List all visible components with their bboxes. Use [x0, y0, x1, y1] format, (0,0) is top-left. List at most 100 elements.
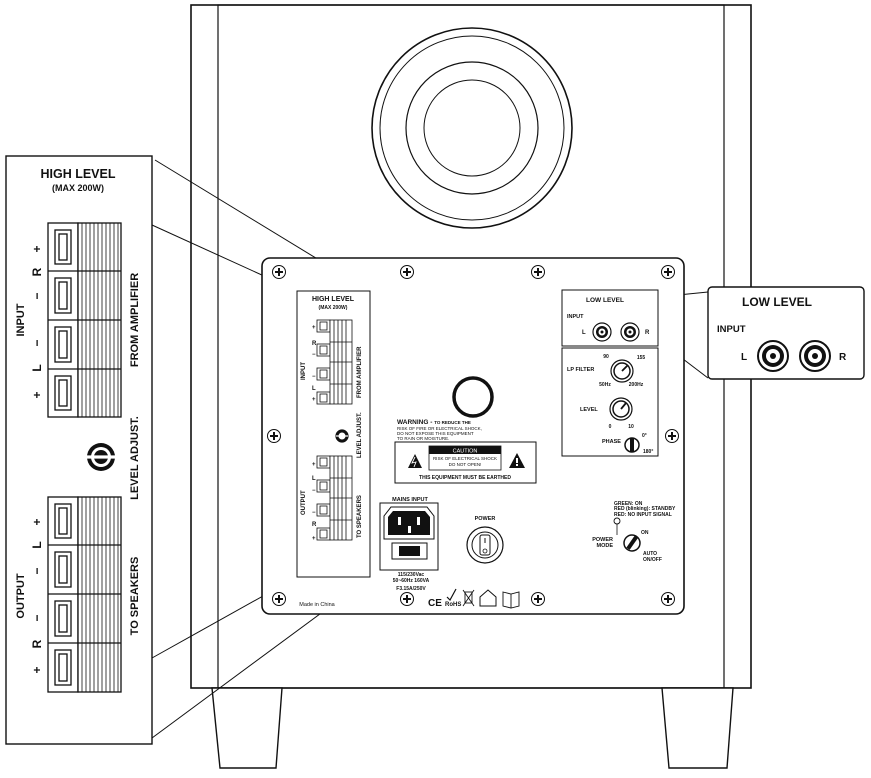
output-left-letter: L	[30, 541, 44, 548]
phase-knob[interactable]	[624, 437, 640, 453]
warning-block: WARNING - TO REDUCE THE RISK OF FIRE OR …	[397, 419, 482, 441]
mains-spec: F3.15A/250V	[396, 586, 426, 592]
level-adjust-knob-icon[interactable]	[335, 429, 349, 443]
input-terminals[interactable]	[47, 222, 122, 418]
caution-line: RISK OF ELECTRICAL SHOCK	[433, 456, 497, 461]
callout-output-label: OUTPUT	[15, 573, 27, 619]
weee-bin-icon	[462, 589, 475, 607]
level-knob[interactable]	[609, 397, 633, 421]
screw-icon	[272, 265, 286, 279]
power-mode-onoff: ON/OFF	[643, 557, 662, 563]
earthed-notice: THIS EQUIPMENT MUST BE EARTHED	[419, 475, 511, 481]
status-legend: GREEN: ON	[614, 501, 643, 507]
caution-label: CAUTION RISK OF ELECTRICAL SHOCK DO NOT …	[394, 441, 537, 484]
panel-low-r: R	[645, 330, 650, 336]
panel-low-input-label: INPUT	[567, 314, 584, 320]
warning-line: TO RAIN OR MOISTURE.	[397, 436, 449, 441]
power-mode-switch[interactable]	[623, 534, 641, 552]
panel-letter: L	[312, 386, 316, 392]
screw-icon	[267, 429, 281, 443]
output-left-minus: −	[30, 567, 44, 574]
power-mode-label: MODE	[597, 543, 614, 549]
callout-input-label: INPUT	[15, 303, 27, 336]
mains-input[interactable]: MAINS INPUT 115/230Vac 50~60Hz 160VA F3.…	[379, 497, 439, 592]
lp-filter-knob[interactable]	[610, 359, 634, 383]
warning-line: DO NOT EXPOSE THIS EQUIPMENT	[397, 431, 474, 436]
power-switch[interactable]: POWER	[466, 516, 504, 564]
power-mode-block: GREEN: ON RED (blinking): STANDBY RED: N…	[592, 501, 676, 563]
rca-jack-left-icon[interactable]	[592, 322, 612, 342]
lp-tick-label: 200Hz	[629, 382, 644, 388]
output-left-plus: +	[30, 518, 44, 525]
panel-from-amplifier-label: FROM AMPLIFIER	[357, 346, 363, 398]
panel-output-label: OUTPUT	[301, 490, 307, 515]
power-mode-auto: AUTO	[643, 551, 657, 557]
input-left-letter: L	[30, 364, 44, 371]
lp-tick-label: 50Hz	[599, 382, 611, 388]
mains-input-label: MAINS INPUT	[392, 497, 428, 503]
panel-sign: +	[312, 536, 316, 542]
panel-sign: −	[312, 352, 316, 358]
panel-to-speakers-label: TO SPEAKERS	[357, 495, 363, 538]
output-right-letter: R	[30, 639, 44, 648]
panel-high-level-max: (MAX 200W)	[319, 305, 348, 311]
input-right-letter: R	[30, 267, 44, 276]
level-adjust-knob-icon[interactable]	[87, 443, 115, 471]
status-legend: RED: NO INPUT SIGNAL	[614, 512, 672, 518]
output-right-plus: +	[30, 666, 44, 673]
panel-high-level-block: HIGH LEVEL (MAX 200W) + R − − L +	[296, 290, 371, 578]
lp-tick-label: 90	[603, 354, 609, 360]
manual-book-icon	[502, 591, 520, 609]
callout-low-l: L	[741, 352, 747, 363]
panel-sign: −	[312, 488, 316, 494]
ce-mark-icon: CE	[428, 598, 442, 609]
screw-icon	[531, 265, 545, 279]
callout-from-amplifier-label: FROM AMPLIFIER	[129, 273, 141, 367]
screw-icon	[661, 265, 675, 279]
mains-spec: 50~60Hz 160VA	[393, 578, 430, 584]
panel-high-level-title: HIGH LEVEL	[312, 296, 355, 303]
lp-filter-label: LP FILTER	[567, 367, 594, 373]
callout-low-r: R	[839, 352, 847, 363]
rohs-mark-icon: RoHS	[445, 602, 461, 608]
svg-text:WARNING - TO REDUCE THE: WARNING - TO REDUCE THE	[397, 419, 471, 426]
level-tick-label: 10	[628, 424, 634, 430]
controls-block: 90 155 LP FILTER 50Hz 200Hz LEVEL 0 10 P…	[561, 347, 659, 457]
panel-low-level-title: LOW LEVEL	[586, 297, 624, 304]
power-mode-on: ON	[641, 530, 649, 536]
power-mode-label: POWER	[592, 537, 613, 543]
screw-icon	[400, 592, 414, 606]
callout-low-input: INPUT	[717, 324, 746, 335]
caution-title: CAUTION	[453, 449, 478, 455]
screw-icon	[665, 429, 679, 443]
callout-low-title: LOW LEVEL	[742, 295, 812, 309]
input-right-minus: −	[30, 292, 44, 299]
phase-label: PHASE	[602, 439, 621, 445]
output-terminals[interactable]	[47, 496, 122, 693]
panel-sign: −	[312, 510, 316, 516]
panel-low-l: L	[582, 330, 586, 336]
lp-tick-label: 155	[637, 355, 646, 361]
panel-sign: +	[312, 397, 316, 403]
callout-high-level: HIGH LEVEL (MAX 200W)	[5, 155, 153, 745]
bass-port	[371, 27, 573, 229]
screw-icon	[661, 592, 675, 606]
checkmark-icon	[446, 588, 457, 601]
warning-line: TO REDUCE THE	[434, 420, 471, 425]
panel-level-adjust-label: LEVEL ADJUST.	[357, 412, 363, 458]
output-right-minus: −	[30, 614, 44, 621]
panel-hole	[452, 376, 494, 418]
panel-sign: +	[312, 325, 316, 331]
callout-to-speakers-label: TO SPEAKERS	[129, 557, 141, 636]
screw-icon	[400, 265, 414, 279]
rca-jack-right-icon[interactable]	[799, 340, 831, 372]
callout-level-adjust-label: LEVEL ADJUST.	[129, 416, 141, 500]
warning-line: RISK OF FIRE OR ELECTRICAL SHOCK,	[397, 426, 482, 431]
phase-tick-label: 0°	[642, 433, 647, 439]
rca-jack-right-icon[interactable]	[620, 322, 640, 342]
level-tick-label: 0	[609, 424, 612, 430]
input-left-plus: +	[30, 391, 44, 398]
status-legend: RED (blinking): STANDBY	[614, 506, 676, 512]
rca-jack-left-icon[interactable]	[757, 340, 789, 372]
